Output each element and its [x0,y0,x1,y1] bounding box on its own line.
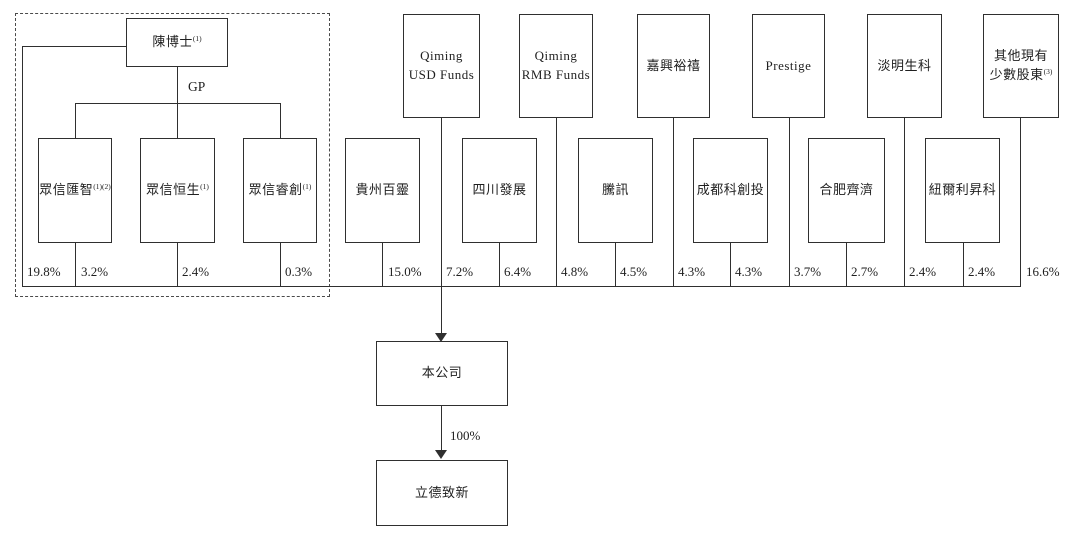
gp-label: GP [188,79,206,94]
gp-member-box-zhongxin-ruichuang: 眾信睿創(1) [243,138,317,243]
shareholder-box-chengdu-kechuangtou: 成都科創投 [693,138,768,243]
shareholder-note: (3) [1043,67,1053,76]
percent-label-guizhou-bailing: 15.0% [388,264,422,279]
shareholder-box-other-minority: 其他現有少數股東(3) [983,14,1059,118]
arrowhead-to-company-icon [435,333,447,342]
connector-hefei-down [846,243,847,286]
gp-member-name: 眾信恒生 [146,182,201,198]
gp-member-note: (1)(2) [93,182,111,192]
connector-other-minority-down [1020,118,1021,286]
shareholder-name-line2: 少數股東 [989,67,1044,82]
connector-qiming-usd-down [441,118,442,286]
percent-label-other-minority: 16.6% [1026,264,1060,279]
connector-danming-down [904,118,905,286]
shareholder-name: 騰訊 [601,182,629,198]
connector-member2-down [177,243,178,286]
shareholder-box-prestige: Prestige [752,14,825,118]
shareholder-name-line1: 其他現有 [993,48,1048,64]
connector-chengdu-down [730,243,731,286]
subsidiary-box: 立德致新 [376,460,508,526]
founder-group-outline [15,13,330,297]
arrowhead-to-subsidiary-icon [435,450,447,459]
shareholder-box-hefei-qiji: 合肥齊濟 [808,138,885,243]
connector-newleaf-down [963,243,964,286]
shareholder-name: Prestige [765,57,812,73]
connector-gp-branch-left [75,103,76,138]
connector-bus-to-company [441,286,442,334]
percent-label-jiaxing-yuxi: 4.3% [678,264,706,279]
shareholder-name: 合肥齊濟 [819,182,874,198]
founder-name: 陳博士 [152,34,193,50]
shareholder-name-line1: Qiming [534,48,578,64]
subsidiary-name: 立德致新 [414,484,469,500]
connector-member3-down [280,243,281,286]
percent-label-qiming-usd: 7.2% [446,264,474,279]
shareholder-name: 淡明生科 [877,57,932,73]
percent-label-founder-direct: 19.8% [27,264,61,279]
connector-founder-gp-vertical [177,67,178,138]
connector-qiming-rmb-down [556,118,557,286]
founder-box: 陳博士(1) [126,18,228,67]
ownership-percent-label: 100% [450,428,481,443]
gp-member-name: 眾信睿創 [248,182,303,198]
percent-label-zhongxin-hengsheng: 2.4% [182,264,210,279]
gp-member-name: 眾信匯智 [39,182,94,198]
shareholder-name: 紐爾利昇科 [928,182,997,198]
shareholder-box-tengxun: 騰訊 [578,138,653,243]
percent-label-qiming-rmb: 4.8% [561,264,589,279]
percent-label-hefei-qiji: 2.7% [851,264,879,279]
shareholder-name-line2: RMB Funds [521,67,591,82]
gp-member-box-zhongxin-hengsheng: 眾信恒生(1) [140,138,215,243]
percent-label-zhongxin-ruichuang: 0.3% [285,264,313,279]
gp-member-note: (1) [200,182,209,192]
connector-sichuan-down [499,243,500,286]
shareholder-box-danming-shengke: 淡明生科 [867,14,942,118]
percent-label-danming-shengke: 2.4% [909,264,937,279]
connector-founder-left-horizontal [22,46,127,47]
percent-label-chengdu-kechuangtou: 4.3% [735,264,763,279]
shareholder-name: 貴州百靈 [355,182,410,198]
connector-jiaxing-down [673,118,674,286]
connector-tencent-down [615,243,616,286]
connector-member1-down [75,243,76,286]
shareholder-name: 嘉興裕禧 [646,57,701,73]
connector-bus-horizontal [22,286,1021,287]
percent-label-sichuan-fazhan: 6.4% [504,264,532,279]
gp-member-box-zhongxin-huizhi: 眾信匯智(1)(2) [38,138,112,243]
shareholder-box-jiaxing-yuxi: 嘉興裕禧 [637,14,710,118]
company-name: 本公司 [421,365,463,381]
connector-founder-left-vertical [22,46,23,286]
company-box: 本公司 [376,341,508,406]
connector-company-to-subsidiary [441,406,442,451]
shareholder-box-niuerli-shengke: 紐爾利昇科 [925,138,1000,243]
percent-label-tengxun: 4.5% [620,264,648,279]
shareholder-name-line1: Qiming [420,48,463,64]
shareholder-box-sichuan-fazhan: 四川發展 [462,138,537,243]
connector-gp-branch-horizontal [75,103,280,104]
shareholder-name: 四川發展 [472,182,527,198]
percent-label-prestige: 3.7% [794,264,822,279]
percent-label-zhongxin-huizhi: 3.2% [81,264,109,279]
gp-member-note: (1) [302,182,312,192]
shareholder-name: 成都科創投 [696,182,765,198]
connector-prestige-down [789,118,790,286]
founder-note: (1) [192,34,202,44]
shareholder-box-guizhou-bailing: 貴州百靈 [345,138,420,243]
shareholder-name-line2: USD Funds [408,67,475,82]
connector-guizhou-down [382,243,383,286]
connector-gp-branch-right [280,103,281,138]
percent-label-niuerli-shengke: 2.4% [968,264,996,279]
